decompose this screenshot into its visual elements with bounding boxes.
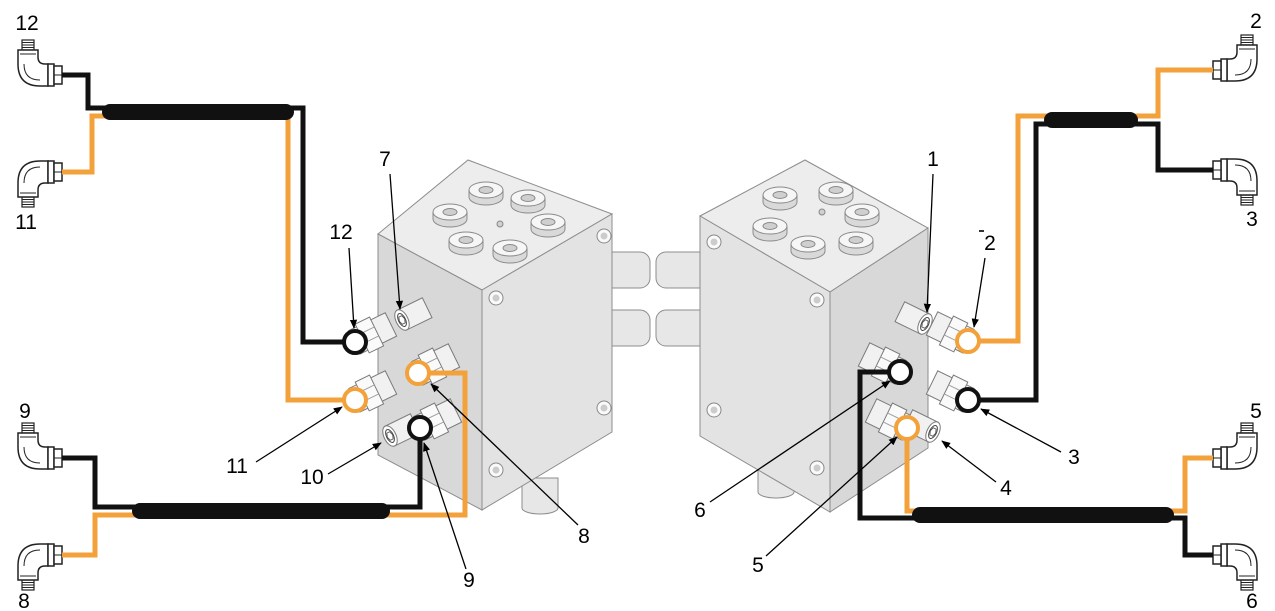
- callout-12-leader: [348, 247, 358, 329]
- elbow-fitting-2: [1212, 34, 1258, 82]
- callout-2-label: 2: [984, 232, 996, 255]
- mounting-hole: [706, 402, 722, 418]
- end-fitting-label-left-upper: 11: [15, 211, 37, 234]
- callout-12-label: 12: [329, 221, 352, 244]
- port-ring-5: [894, 415, 920, 441]
- orange-hose: [1130, 67, 1213, 119]
- socket-head-bolt: [510, 189, 546, 214]
- black-hose: [1165, 515, 1213, 558]
- port-ring-9: [407, 415, 433, 441]
- socket-head-bolt: [752, 217, 788, 242]
- left-upper-hose-set: [62, 72, 344, 403]
- elbow-fitting-3: [1212, 158, 1258, 206]
- orange-hose: [979, 113, 1058, 344]
- black-hose: [1130, 121, 1213, 173]
- callout-5-leader: [765, 436, 898, 557]
- port-ring-2: [955, 328, 981, 354]
- callout-9-label: 9: [463, 569, 475, 592]
- elbow-fitting-11: [17, 160, 63, 208]
- callout-9-leader: [423, 442, 467, 570]
- mounting-hole: [596, 400, 612, 416]
- socket-head-bolt: [448, 231, 484, 256]
- mounting-hole: [488, 290, 504, 306]
- mounting-hole: [809, 292, 825, 308]
- top-small-hole: [818, 208, 826, 216]
- port-ring-12: [342, 329, 368, 355]
- elbow-fitting-12: [17, 39, 63, 87]
- black-hose: [380, 439, 423, 510]
- bottom-port-stub: [521, 477, 559, 515]
- callout-1-label: 1: [927, 148, 939, 171]
- right-upper-hose-set: [979, 67, 1213, 403]
- left-valve-block: [342, 159, 651, 515]
- mounting-hole: [706, 234, 722, 250]
- port-ring-8: [405, 360, 431, 386]
- socket-head-bolt: [468, 181, 504, 206]
- callout-7-leader: [389, 173, 404, 310]
- callout-2-leader: [971, 257, 986, 328]
- callout-6-label: 6: [694, 499, 706, 522]
- end-fitting-label-right-lower: 5: [1250, 400, 1262, 423]
- orange-hose: [62, 512, 140, 558]
- end-fitting-label-right-bottom: 6: [1246, 590, 1258, 611]
- callout-10-leader: [327, 442, 382, 475]
- elbow-fitting-9: [17, 422, 63, 470]
- end-fitting-label-right-top: 2: [1250, 10, 1262, 33]
- mounting-hole: [809, 460, 825, 476]
- mounting-hole: [488, 462, 504, 478]
- end-fitting-label-left-top: 12: [15, 12, 38, 35]
- callout-11-leader: [255, 406, 343, 463]
- elbow-fitting-8: [17, 543, 63, 591]
- callout-10-label: 10: [300, 466, 323, 489]
- black-hose: [62, 455, 140, 510]
- end-fitting-label-left-lower: 9: [19, 400, 31, 423]
- callout-8-leader: [430, 383, 579, 526]
- callout-3-leader: [980, 408, 1062, 453]
- socket-head-bolt: [844, 203, 880, 228]
- black-hose: [62, 72, 110, 111]
- orange-hose: [380, 370, 468, 518]
- elbow-fitting-6: [1212, 543, 1258, 591]
- socket-head-bolt: [790, 235, 826, 260]
- callout-4-leader: [941, 440, 997, 483]
- callout-7-label: 7: [379, 148, 391, 171]
- mounting-hole: [596, 228, 612, 244]
- socket-head-bolt: [432, 203, 468, 228]
- elbow-fitting-5: [1212, 422, 1258, 470]
- port-ring-3: [955, 387, 981, 413]
- socket-head-bolt: [838, 231, 874, 256]
- socket-head-bolt: [762, 186, 798, 211]
- black-hose: [857, 369, 925, 521]
- port-ring-11: [342, 387, 368, 413]
- callout-4-label: 4: [1000, 477, 1012, 500]
- callout-8-label: 8: [578, 525, 590, 548]
- end-fitting-label-right-upper: 3: [1246, 208, 1258, 231]
- callout-1-leader: [923, 173, 934, 313]
- top-small-hole: [496, 220, 504, 228]
- callout-3-label: 3: [1068, 446, 1080, 469]
- orange-hose: [62, 113, 110, 175]
- socket-head-bolt: [492, 239, 528, 264]
- left-lower-hose-set: [62, 370, 468, 558]
- port-ring-6: [887, 359, 913, 385]
- right-lower-hose-set: [857, 369, 1213, 558]
- orange-hose: [280, 113, 344, 403]
- callout-5-label: 5: [752, 554, 764, 577]
- callout-11-label: 11: [226, 455, 248, 478]
- end-fitting-label-left-bottom: 8: [18, 590, 30, 611]
- socket-head-bolt: [530, 213, 566, 238]
- orange-hose: [1165, 455, 1213, 514]
- socket-head-bolt: [818, 181, 854, 206]
- callout-6-leader: [709, 380, 891, 503]
